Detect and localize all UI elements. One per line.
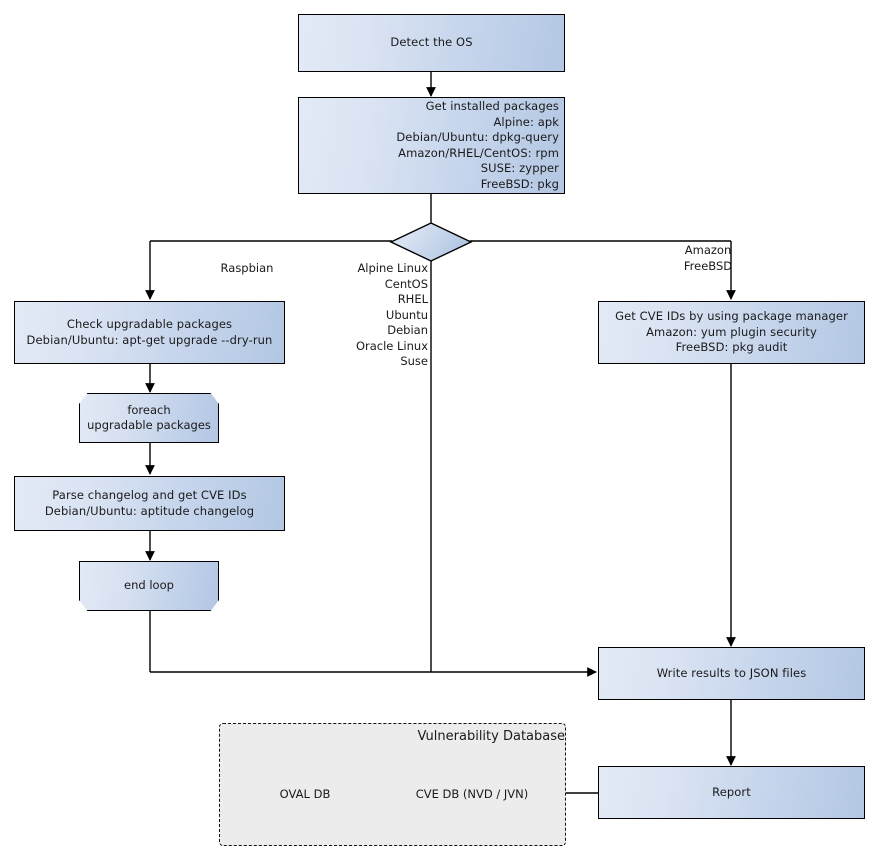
node-check-upgradable-packages[interactable]: Check upgradable packages Debian/Ubuntu:… (14, 301, 285, 364)
vulnerability-database-title: Vulnerability Database (417, 729, 565, 744)
branch-label-raspbian: Raspbian (220, 261, 274, 275)
node-check-upgradable-packages-label: Check upgradable packages Debian/Ubuntu:… (26, 317, 273, 347)
node-foreach-loop-start[interactable]: foreach upgradable packages (79, 393, 219, 443)
node-get-installed-packages[interactable]: Get installed packages Alpine: apk Debia… (298, 97, 565, 194)
cve-db-label: CVE DB (NVD / JVN) (415, 787, 529, 801)
node-report[interactable]: Report (598, 766, 865, 819)
node-end-loop-label: end loop (124, 578, 174, 593)
node-detect-os[interactable]: Detect the OS (298, 14, 565, 72)
node-parse-changelog-label: Parse changelog and get CVE IDs Debian/U… (44, 488, 255, 518)
node-get-cve-ids-label: Get CVE IDs by using package manager Ama… (615, 309, 848, 355)
oval-db-label: OVAL DB (279, 787, 331, 801)
node-detect-os-label: Detect the OS (390, 35, 473, 50)
node-end-loop[interactable]: end loop (79, 561, 219, 611)
branch-label-center-distros: Alpine Linux CentOS RHEL Ubuntu Debian O… (355, 261, 428, 368)
branch-label-amazon-freebsd: Amazon FreeBSD (683, 243, 733, 273)
vulnerability-database-group: Vulnerability Database (219, 723, 566, 846)
node-get-installed-packages-label: Get installed packages Alpine: apk Debia… (396, 99, 559, 191)
node-write-results-json[interactable]: Write results to JSON files (598, 647, 865, 700)
node-write-results-json-label: Write results to JSON files (656, 665, 807, 680)
node-report-label: Report (712, 784, 751, 799)
node-foreach-loop-start-label: foreach upgradable packages (87, 402, 211, 433)
node-get-cve-ids[interactable]: Get CVE IDs by using package manager Ama… (598, 301, 865, 364)
node-parse-changelog[interactable]: Parse changelog and get CVE IDs Debian/U… (14, 476, 285, 531)
decision-diamond (389, 222, 473, 262)
